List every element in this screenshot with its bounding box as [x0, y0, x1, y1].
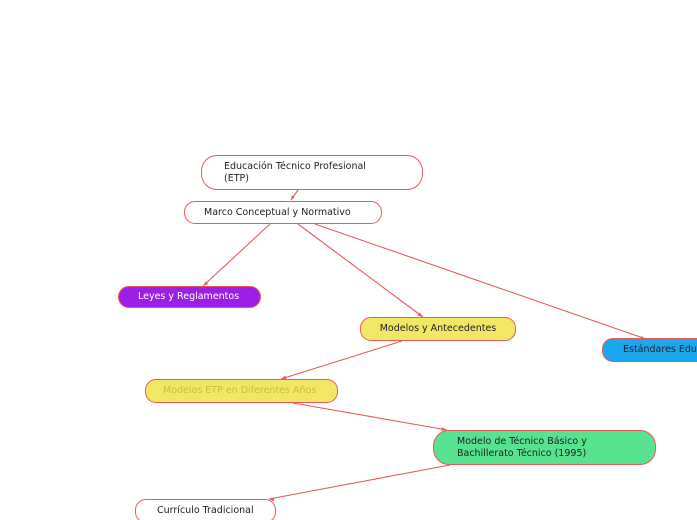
edge-modelos-etp-anos [280, 340, 403, 380]
node-leyes-label: Leyes y Reglamentos [138, 291, 240, 302]
node-marco-conceptual[interactable]: Marco Conceptual y Normativo [184, 201, 382, 224]
node-tecnico-label: Modelo de Técnico Básico y Bachillerato … [457, 435, 587, 459]
node-estandares[interactable]: Estándares Educativos [602, 338, 697, 362]
node-estandares-label: Estándares Educativos [623, 344, 697, 355]
node-etp-anos-label: Modelos ETP en Diferentes Años [163, 385, 317, 396]
node-curriculo-label: Currículo Tradicional [157, 505, 254, 516]
arrowhead-marco [291, 195, 295, 200]
edge-marco-leyes [202, 223, 271, 287]
node-leyes-reglamentos[interactable]: Leyes y Reglamentos [118, 286, 261, 308]
edge-marco-modelos [297, 223, 424, 318]
node-modelos-etp-anos[interactable]: Modelos ETP en Diferentes Años [145, 379, 338, 403]
node-modelos-label: Modelos y Antecedentes [379, 323, 497, 334]
node-modelos-antecedentes[interactable]: Modelos y Antecedentes [360, 317, 516, 341]
node-tecnico-basico[interactable]: Modelo de Técnico Básico y Bachillerato … [433, 430, 656, 465]
node-etp-label: Educación Técnico Profesional (ETP) [224, 160, 366, 184]
node-etp[interactable]: Educación Técnico Profesional (ETP) [201, 155, 423, 190]
node-curriculo-tradicional[interactable]: Currículo Tradicional [135, 499, 276, 520]
edge-etp-marco [290, 189, 299, 201]
edge-tecnico-curriculo [268, 464, 451, 500]
edge-etp-anos-tecnico [292, 402, 448, 431]
node-marco-label: Marco Conceptual y Normativo [204, 206, 351, 218]
